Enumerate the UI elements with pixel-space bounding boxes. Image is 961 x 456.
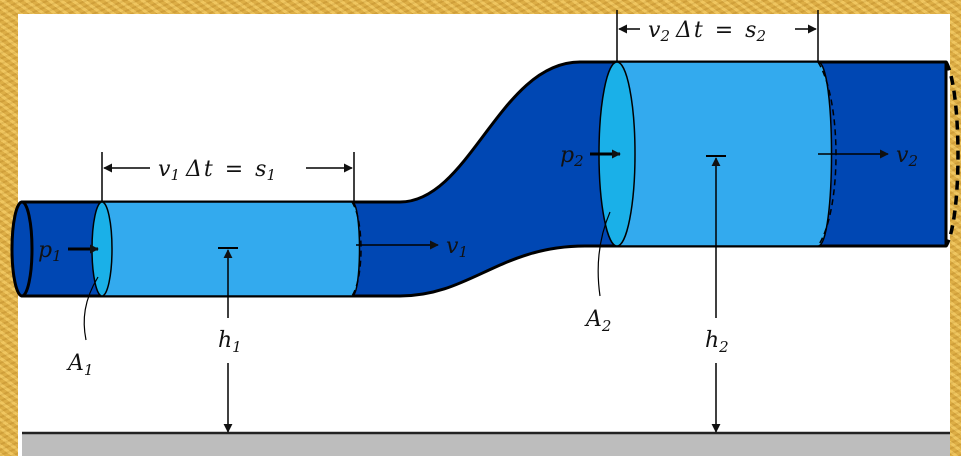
ground [22,433,950,456]
p1-label: p1 [38,238,62,265]
v1-label: v1 [446,234,468,261]
A1-label: A1 [66,351,93,379]
h2-label: h2 [705,328,729,356]
v2-label: v2 [896,143,918,170]
A2-label: A2 [584,307,611,335]
pipe-inlet-opening [10,200,34,298]
A2-leader [597,211,611,297]
pipe-outlet-opening [944,61,960,247]
fluid-section-2 [616,61,833,247]
p2-label: p2 [560,143,584,170]
h1-label: h1 [218,328,242,356]
A1-leader [83,276,99,341]
